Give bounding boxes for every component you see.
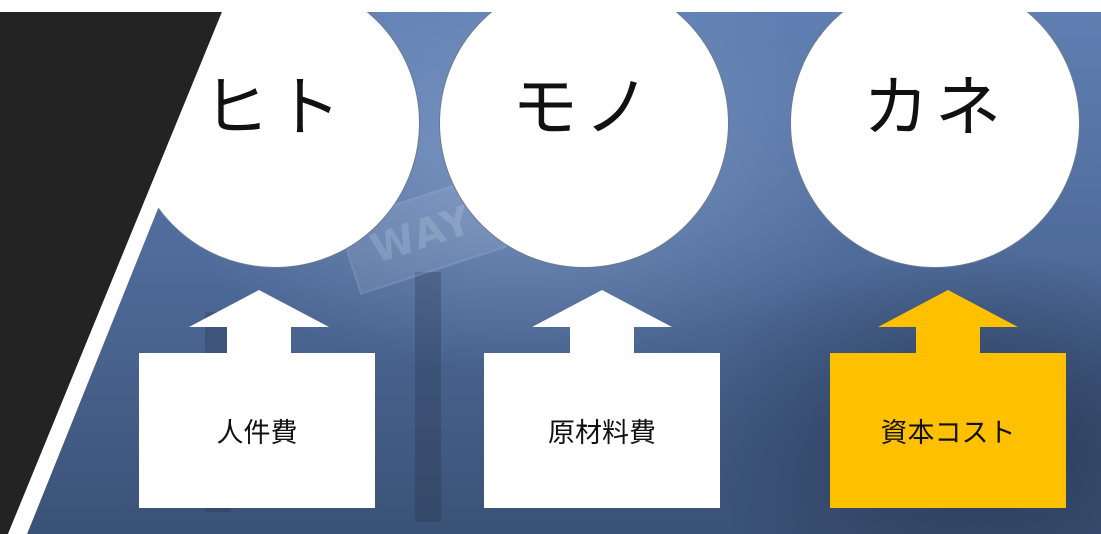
arrow-up-icon (189, 290, 329, 353)
arrow-shape (532, 290, 672, 353)
box-genzairyohi: 原材料費 (484, 353, 720, 508)
box-label-jinkenhi: 人件費 (216, 418, 298, 449)
arrow-up-icon (878, 290, 1018, 353)
arrow-up-icon (532, 290, 672, 353)
circle-label-kane: カネ (863, 69, 1007, 146)
box-label-genzairyohi: 原材料費 (548, 418, 656, 449)
circle-label-hito: ヒト (203, 69, 347, 146)
arrow-shape-highlight (878, 290, 1018, 353)
box-shihon-cost: 資本コスト (830, 353, 1066, 508)
arrow-shape (189, 290, 329, 353)
background-post (415, 272, 441, 522)
box-label-shihon-cost: 資本コスト (880, 418, 1016, 449)
box-jinkenhi: 人件費 (139, 353, 375, 508)
circle-label-mono: モノ (512, 69, 656, 146)
